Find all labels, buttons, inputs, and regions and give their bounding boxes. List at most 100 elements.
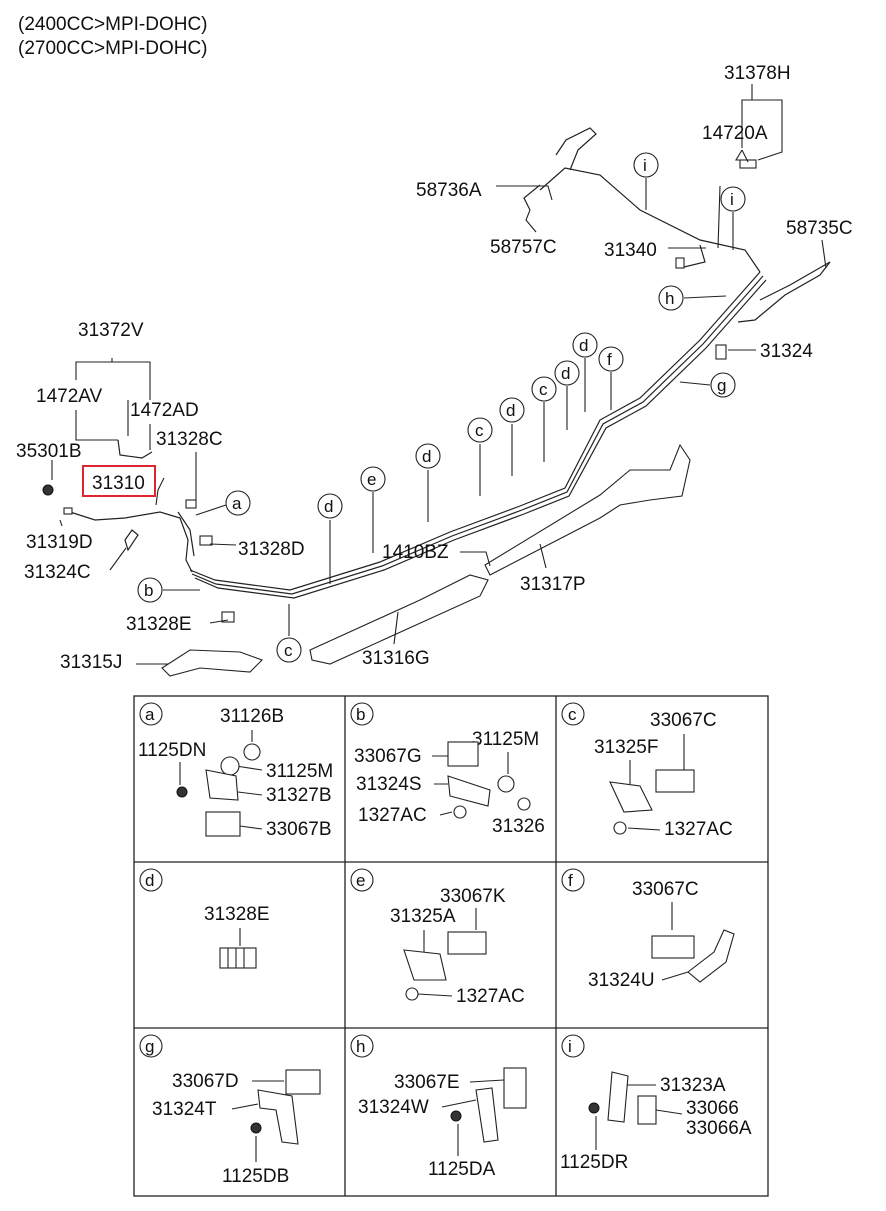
svg-text:33066A: 33066A [686, 1118, 752, 1139]
label-31315J: 31315J [60, 652, 122, 673]
svg-text:31324T: 31324T [152, 1099, 217, 1120]
svg-text:31126B: 31126B [220, 706, 284, 727]
bracket-31316g [309, 574, 489, 665]
svg-text:31323A: 31323A [660, 1075, 726, 1096]
label-35301B: 35301B [16, 441, 82, 462]
svg-text:31125M: 31125M [266, 761, 333, 782]
svg-text:33067E: 33067E [394, 1072, 460, 1093]
detail-cell-h: h 33067E 31324W 1125DA [350, 1034, 527, 1180]
svg-text:d: d [506, 401, 515, 420]
svg-text:a: a [145, 705, 155, 724]
leader-lines [51, 84, 827, 665]
detail-cell-i: i 31323A 33066 33066A 1125DR [560, 1034, 752, 1173]
svg-text:31327B: 31327B [266, 785, 332, 806]
engine-spec-line-2: (2700CC>MPI-DOHC) [18, 38, 208, 59]
label-14720A: 14720A [702, 123, 768, 144]
svg-text:31325A: 31325A [390, 906, 456, 927]
callout-d-4: d [554, 360, 580, 386]
svg-text:g: g [717, 376, 726, 395]
label-58757C: 58757C [490, 237, 557, 258]
svg-text:b: b [144, 581, 153, 600]
label-31372V: 31372V [78, 320, 144, 341]
svg-text:c: c [539, 380, 548, 399]
svg-text:h: h [356, 1037, 365, 1056]
label-31319D: 31319D [26, 532, 93, 553]
bracket-31315j [161, 649, 263, 677]
svg-text:31324U: 31324U [588, 970, 655, 991]
callout-c-3: c [531, 376, 557, 402]
callout-g: g [710, 372, 736, 398]
callout-c-2: c [467, 417, 493, 443]
label-31310: 31310 [92, 473, 145, 494]
callout-d-5: d [572, 332, 598, 358]
label-31324C: 31324C [24, 562, 91, 583]
callout-h: h [658, 285, 684, 311]
detail-cell-b: b 31125M 33067G 31324S 1327AC 31326 [350, 702, 545, 837]
callout-d-1: d [317, 493, 343, 519]
detail-cell-f: f 33067C 31324U [561, 868, 735, 991]
svg-text:1327AC: 1327AC [456, 986, 525, 1007]
detail-cell-g: g 33067D 31324T 1125DB [139, 1034, 321, 1187]
svg-text:33067K: 33067K [440, 886, 506, 907]
svg-text:i: i [568, 1037, 572, 1056]
label-31328C: 31328C [156, 429, 223, 450]
svg-text:e: e [367, 470, 376, 489]
svg-text:31324W: 31324W [358, 1097, 429, 1118]
svg-text:c: c [284, 641, 293, 660]
svg-text:f: f [607, 350, 612, 369]
label-31324: 31324 [760, 341, 813, 362]
callout-b: b [137, 577, 163, 603]
svg-text:d: d [324, 497, 333, 516]
svg-text:31125M: 31125M [472, 729, 539, 750]
callout-d-3: d [499, 397, 525, 423]
svg-text:g: g [145, 1037, 154, 1056]
svg-text:d: d [422, 447, 431, 466]
svg-text:d: d [145, 871, 154, 890]
bracket-31317p [484, 443, 691, 576]
callout-e: e [360, 466, 386, 492]
svg-text:a: a [232, 494, 242, 513]
svg-text:1125DN: 1125DN [138, 740, 206, 761]
svg-text:b: b [356, 705, 365, 724]
label-1410BZ: 1410BZ [382, 542, 449, 563]
engine-spec-line-1: (2400CC>MPI-DOHC) [18, 14, 208, 35]
callout-d-2: d [415, 443, 441, 469]
svg-text:c: c [475, 421, 484, 440]
label-1472AD: 1472AD [130, 400, 199, 421]
highlight-box-31310 [82, 465, 156, 497]
callout-f: f [598, 346, 624, 372]
svg-text:1327AC: 1327AC [664, 819, 733, 840]
callout-i-2: i [720, 186, 746, 212]
callout-a: a [225, 490, 251, 516]
svg-text:33067B: 33067B [266, 819, 332, 840]
svg-text:31328E: 31328E [204, 904, 270, 925]
label-31378H: 31378H [724, 63, 791, 84]
callout-c-1: c [276, 637, 302, 663]
svg-text:h: h [665, 289, 674, 308]
svg-text:d: d [579, 336, 588, 355]
fuel-line-assembly [42, 127, 831, 677]
svg-text:e: e [356, 871, 365, 890]
detail-cell-d: d 31328E [139, 868, 270, 969]
label-1472AV: 1472AV [36, 386, 103, 407]
main-labels: 31378H 14720A 58736A 58757C 31340 58735C… [16, 63, 853, 673]
svg-text:33067C: 33067C [650, 710, 717, 731]
svg-text:31325F: 31325F [594, 737, 658, 758]
svg-text:31326: 31326 [492, 816, 545, 837]
svg-text:33067C: 33067C [632, 879, 699, 900]
svg-text:1125DR: 1125DR [560, 1152, 628, 1173]
detail-grid [133, 695, 769, 1197]
label-31328D: 31328D [238, 539, 305, 560]
svg-text:1125DB: 1125DB [222, 1166, 289, 1187]
label-58736A: 58736A [416, 180, 482, 201]
svg-text:1125DA: 1125DA [428, 1159, 496, 1180]
svg-text:33066: 33066 [686, 1098, 739, 1119]
svg-text:d: d [561, 364, 570, 383]
label-31317P: 31317P [520, 574, 586, 595]
label-31328E: 31328E [126, 614, 192, 635]
svg-text:c: c [568, 705, 577, 724]
svg-text:31324S: 31324S [356, 774, 422, 795]
svg-text:33067G: 33067G [354, 746, 422, 767]
svg-text:i: i [643, 156, 647, 175]
